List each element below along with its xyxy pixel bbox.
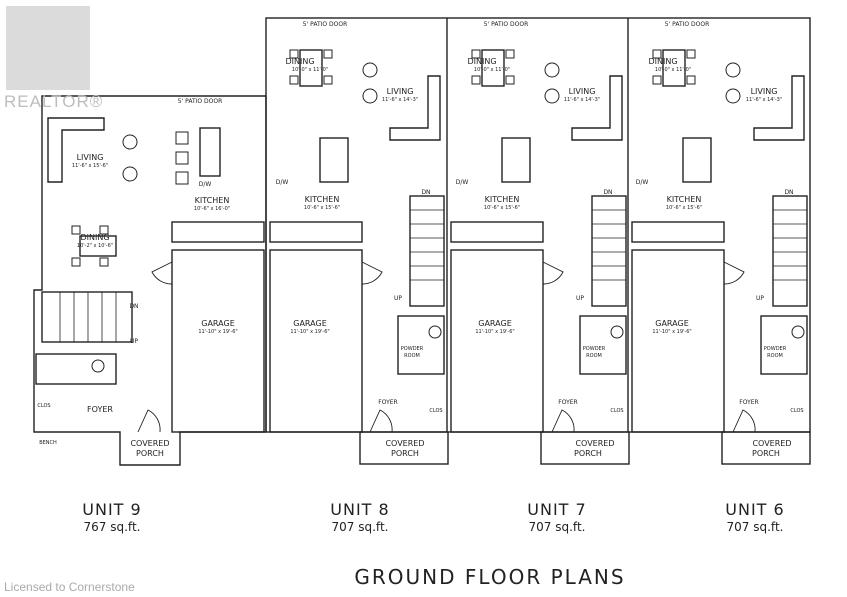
living-label-u6: LIVING <box>751 87 778 96</box>
dw-label-u9: D/W <box>199 181 212 188</box>
clos-label-u9: CLOS <box>37 403 50 409</box>
kitchen-label-u6: KITCHEN <box>667 195 702 204</box>
garage-dim-u7: 11'-10" x 19'-6" <box>475 329 514 335</box>
unit-8-title: UNIT 8 <box>330 500 390 519</box>
garage-dim-u9: 11'-10" x 19'-6" <box>198 329 237 335</box>
kitchen-dim-u6: 10'-6" x 15'-6" <box>666 205 702 211</box>
garage-u7 <box>450 249 544 433</box>
powder-room-u8-line1: POWDER <box>401 346 424 352</box>
dw-label-u8: D/W <box>276 179 289 186</box>
foyer-label-u7: FOYER <box>558 399 577 406</box>
unit-9-sqft: 767 sq.ft. <box>83 520 141 534</box>
garage-u6 <box>631 249 725 433</box>
dining-label-u7: DINING <box>467 57 496 66</box>
dn-label-u6: DN <box>784 189 793 196</box>
patio-door-label-u8: 5' PATIO DOOR <box>303 21 348 28</box>
living-label-u8: LIVING <box>387 87 414 96</box>
realtor-logo-text: REALTOR® <box>4 92 104 111</box>
up-label-u6: UP <box>756 295 764 302</box>
garage-dim-u8: 11'-10" x 19'-6" <box>290 329 329 335</box>
garage-label-u6: GARAGE <box>655 319 689 328</box>
dining-label-u6: DINING <box>648 57 677 66</box>
garage-label-u8: GARAGE <box>293 319 327 328</box>
unit-7-title: UNIT 7 <box>527 500 587 519</box>
up-label-u8: UP <box>394 295 402 302</box>
powder-room-u6-line1: POWDER <box>764 346 787 352</box>
powder-room-u6-line2: ROOM <box>767 353 783 359</box>
garage-dim-u6: 11'-10" x 19'-6" <box>652 329 691 335</box>
covered-porch-u8-line2: PORCH <box>391 449 419 458</box>
unit-6-title: UNIT 6 <box>725 500 785 519</box>
covered-porch-u9-line2: PORCH <box>136 449 164 458</box>
dining-dim-u8: 10'-0" x 11'-0" <box>292 67 328 73</box>
powder-room-u8-line2: ROOM <box>404 353 420 359</box>
covered-porch-u6-line1: COVERED <box>752 439 791 448</box>
kitchen-dim-u9: 10'-6" x 16'-0" <box>194 206 230 212</box>
garage-label-u7: GARAGE <box>478 319 512 328</box>
covered-porch-u7-line1: COVERED <box>575 439 614 448</box>
realtor-logo-mark <box>6 6 90 90</box>
up-label-u7: UP <box>576 295 584 302</box>
unit-7-sqft: 707 sq.ft. <box>528 520 586 534</box>
powder-room-u7-line1: POWDER <box>583 346 606 352</box>
dw-label-u7: D/W <box>456 179 469 186</box>
clos-label-u8: CLOS <box>429 408 442 414</box>
realtor-logo: REALTOR® <box>0 0 102 118</box>
kitchen-label-u9: KITCHEN <box>195 196 230 205</box>
dining-label-u8: DINING <box>285 57 314 66</box>
patio-door-label-u6: 5' PATIO DOOR <box>665 21 710 28</box>
living-dim-u7: 11'-6" x 14'-3" <box>564 97 600 103</box>
dw-label-u6: D/W <box>636 179 649 186</box>
garage-u8 <box>269 249 363 433</box>
living-dim-u8: 11'-6" x 14'-3" <box>382 97 418 103</box>
dining-label-u9: DINING <box>80 233 109 242</box>
patio-door-label-u7: 5' PATIO DOOR <box>484 21 529 28</box>
covered-porch-u9-line1: COVERED <box>130 439 169 448</box>
garage-label-u9: GARAGE <box>201 319 235 328</box>
living-dim-u9: 11'-6" x 15'-6" <box>72 163 108 169</box>
page-title: GROUND FLOOR PLANS <box>354 565 626 589</box>
unit-6-sqft: 707 sq.ft. <box>726 520 784 534</box>
dn-label-u8: DN <box>421 189 430 196</box>
foyer-label-u6: FOYER <box>739 399 758 406</box>
up-label-u9: UP <box>130 338 138 345</box>
dining-dim-u6: 10'-0" x 11'-0" <box>655 67 691 73</box>
dn-label-u9: DN <box>129 303 138 310</box>
living-label-u7: LIVING <box>569 87 596 96</box>
foyer-label-u8: FOYER <box>378 399 397 406</box>
patio-door-label-u9: 5' PATIO DOOR <box>178 98 223 105</box>
living-label-u9: LIVING <box>77 153 104 162</box>
foyer-label-u9: FOYER <box>87 405 113 414</box>
units-block-outline <box>265 17 811 433</box>
unit-8-sqft: 707 sq.ft. <box>331 520 389 534</box>
kitchen-label-u7: KITCHEN <box>485 195 520 204</box>
clos-label-u6: CLOS <box>790 408 803 414</box>
kitchen-dim-u8: 10'-6" x 15'-6" <box>304 205 340 211</box>
kitchen-dim-u7: 10'-6" x 15'-6" <box>484 205 520 211</box>
clos-label-u7: CLOS <box>610 408 623 414</box>
covered-porch-u8-line1: COVERED <box>385 439 424 448</box>
kitchen-label-u8: KITCHEN <box>305 195 340 204</box>
covered-porch-u7-line2: PORCH <box>574 449 602 458</box>
dining-dim-u7: 10'-0" x 11'-0" <box>474 67 510 73</box>
covered-porch-u6-line2: PORCH <box>752 449 780 458</box>
powder-room-u7-line2: ROOM <box>586 353 602 359</box>
dining-dim-u9: 10'-2" x 10'-6" <box>77 243 113 249</box>
license-watermark: Licensed to Cornerstone <box>4 580 135 594</box>
unit-9-title: UNIT 9 <box>82 500 142 519</box>
garage-u9 <box>171 249 265 433</box>
bench-label-u9: BENCH <box>39 440 57 446</box>
living-dim-u6: 11'-6" x 14'-3" <box>746 97 782 103</box>
dn-label-u7: DN <box>603 189 612 196</box>
unit-9-outline <box>33 95 267 466</box>
